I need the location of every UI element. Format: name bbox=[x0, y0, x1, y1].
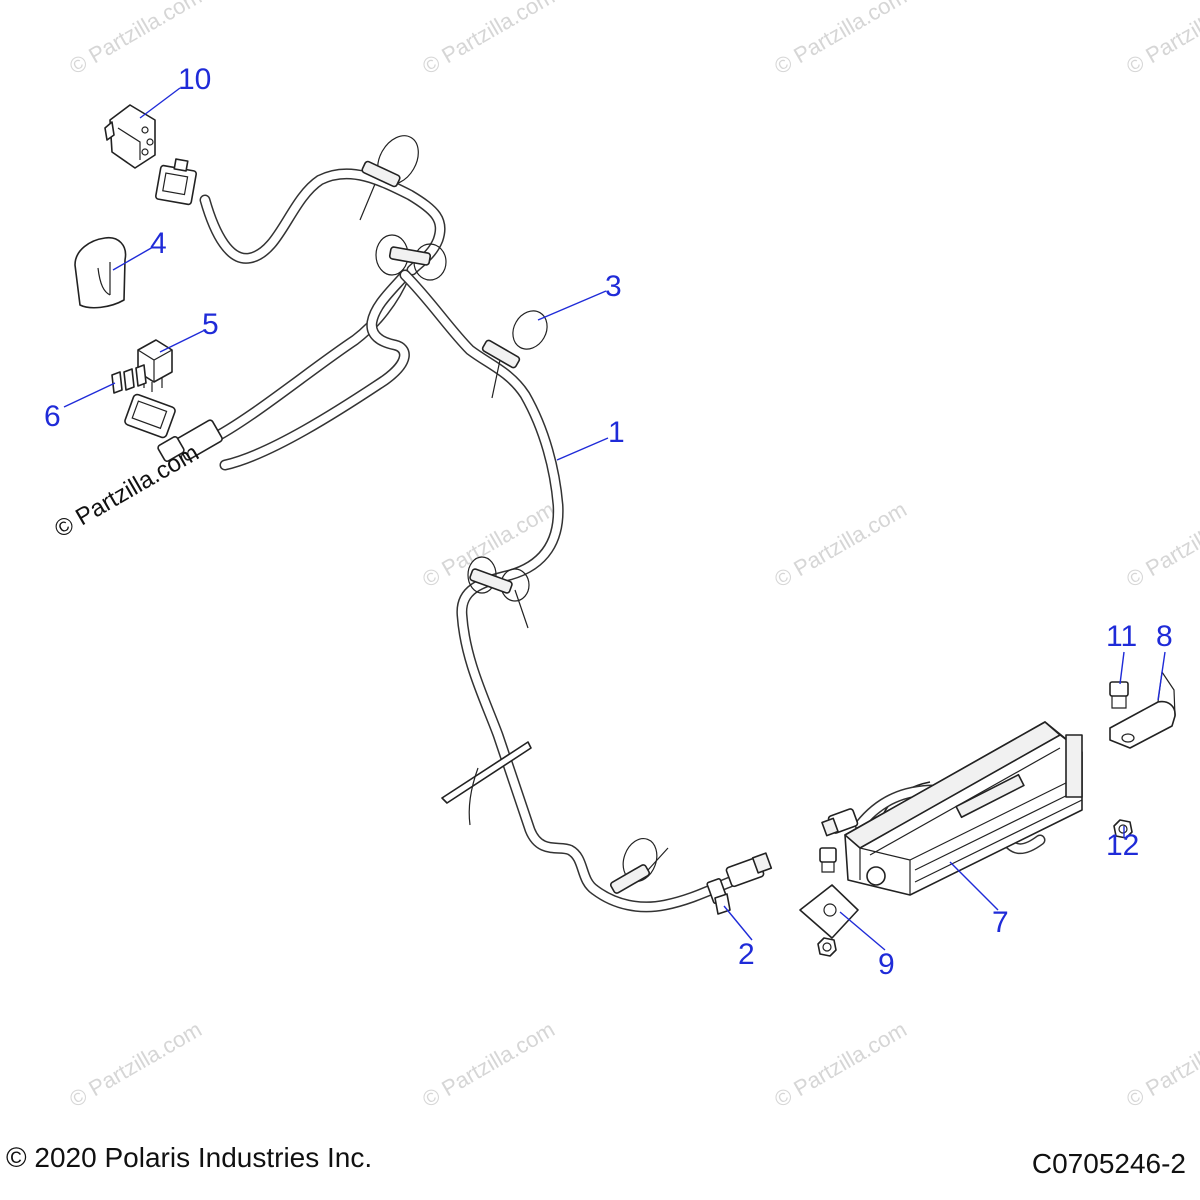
callout-5: 5 bbox=[202, 308, 219, 341]
callout-4: 4 bbox=[150, 227, 167, 260]
faint-watermark: © Partzilla.com bbox=[1122, 497, 1200, 593]
callout-10: 10 bbox=[178, 63, 211, 96]
copyright-notice: © 2020 Polaris Industries Inc. bbox=[6, 1142, 373, 1173]
faint-watermark: © Partzilla.com bbox=[1122, 0, 1200, 79]
lower-bracket bbox=[799, 847, 859, 957]
faint-watermark: © Partzilla.com bbox=[770, 0, 911, 79]
light-bar bbox=[821, 721, 1083, 896]
harness-connector bbox=[124, 393, 223, 462]
connector-housing bbox=[104, 104, 156, 169]
callout-1: 1 bbox=[608, 416, 625, 449]
nut-right bbox=[1113, 819, 1133, 839]
faint-watermark: © Partzilla.com bbox=[418, 1017, 559, 1113]
fuses bbox=[111, 364, 147, 394]
callout-2: 2 bbox=[738, 938, 755, 971]
callout-8: 8 bbox=[1156, 620, 1173, 653]
faint-watermark: © Partzilla.com bbox=[770, 1017, 911, 1113]
harness-upper-connector bbox=[154, 158, 198, 206]
callout-11: 11 bbox=[1106, 620, 1137, 653]
callout-7: 7 bbox=[992, 906, 1009, 939]
callout-12: 12 bbox=[1106, 829, 1139, 862]
callout-numbers: 1 2 3 4 5 6 7 8 9 10 11 12 bbox=[44, 63, 1173, 981]
faint-watermarks: © Partzilla.com © Partzilla.com © Partzi… bbox=[65, 0, 1200, 1112]
callout-3: 3 bbox=[605, 270, 622, 303]
faint-watermark: © Partzilla.com bbox=[418, 0, 559, 79]
faint-watermark: © Partzilla.com bbox=[1122, 1017, 1200, 1113]
faint-watermark: © Partzilla.com bbox=[65, 1017, 206, 1113]
bolt-upper bbox=[1109, 681, 1129, 709]
leader-lines bbox=[63, 87, 1166, 951]
callout-9: 9 bbox=[878, 948, 895, 981]
callout-6: 6 bbox=[44, 400, 61, 433]
diagram-code: C0705246-2 bbox=[1031, 1148, 1186, 1179]
cable-ties bbox=[359, 135, 669, 894]
connector-boot bbox=[74, 236, 127, 309]
faint-watermark: © Partzilla.com bbox=[770, 497, 911, 593]
